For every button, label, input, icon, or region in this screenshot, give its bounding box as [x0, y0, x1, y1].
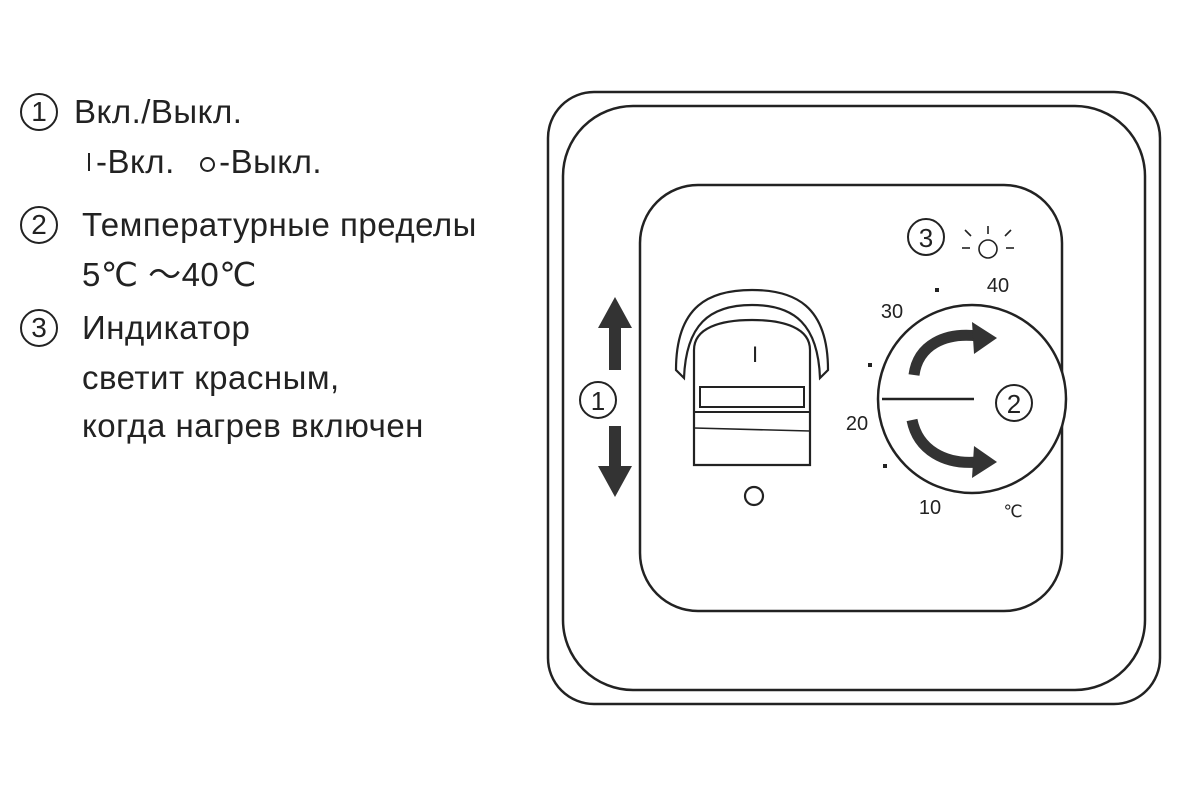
legend-item3-line3: когда нагрев включен [82, 407, 424, 444]
legend-item2-title: Температурные пределы [82, 206, 477, 243]
down-arrow-icon [598, 426, 632, 497]
legend-item1-states: -Вкл. -Выкл. [78, 142, 322, 182]
dial-label-40: 40 [987, 275, 1009, 297]
inner-frame [561, 104, 1147, 692]
outer-frame [546, 90, 1162, 706]
switch-callout-number: 1 [591, 386, 605, 416]
legend-number-2: 2 [20, 206, 58, 244]
dial-callout-circle [995, 384, 1033, 422]
indicator-callout-number: 3 [919, 223, 933, 253]
dial-unit-label: ℃ [1003, 502, 1022, 521]
legend-number-1: 1 [20, 93, 58, 131]
temperature-dial[interactable] [876, 303, 1068, 495]
switch-on-symbol: I [752, 342, 758, 367]
on-symbol-icon [88, 153, 90, 171]
off-symbol-icon [200, 157, 216, 172]
dial-label-20: 20 [846, 413, 868, 435]
legend-number-3: 3 [20, 309, 58, 347]
scale-dot [883, 464, 887, 468]
legend-on-label: -Вкл. [96, 143, 175, 180]
legend-item3-line2: светит красным, [82, 359, 340, 396]
off-position-indicator [743, 485, 765, 507]
dial-label-30: 30 [881, 301, 903, 323]
legend-item3-line1: Индикатор [82, 309, 251, 346]
up-arrow-icon [598, 297, 632, 370]
legend-item2-range: 5℃ ～40℃ [82, 256, 257, 293]
dial-callout-number: 2 [1007, 389, 1021, 419]
legend-off-label: -Выкл. [219, 143, 323, 180]
power-rocker-switch[interactable]: I [674, 288, 830, 467]
legend: 1 Вкл./Выкл. -Вкл. -Выкл. 2 Температурны… [0, 0, 540, 800]
rotate-arrow-icon [906, 322, 997, 478]
legend-item1-title: Вкл./Выкл. [74, 93, 243, 130]
scale-dot [935, 288, 939, 292]
switch-callout-circle [579, 381, 617, 419]
indicator-callout-circle [907, 218, 945, 256]
dial-label-10: 10 [919, 497, 941, 519]
scale-dot [868, 363, 872, 367]
sun-indicator-icon [962, 226, 1014, 259]
